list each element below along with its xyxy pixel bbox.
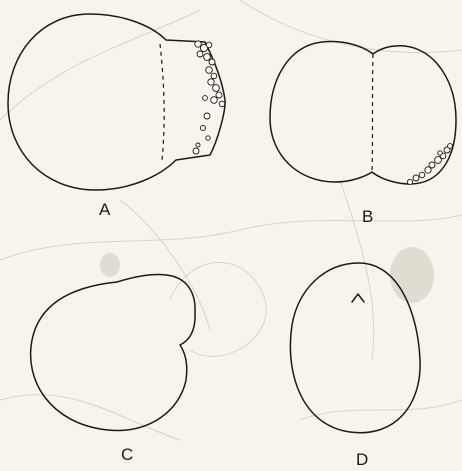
panel-b-furrow: [372, 54, 373, 172]
panel-a-outline: [8, 14, 225, 190]
panel-d-cell: [290, 263, 420, 433]
panel-a-label: A: [99, 201, 110, 218]
panel-d-caret-mark: [352, 294, 364, 302]
panel-b-label: B: [362, 208, 373, 225]
panel-a-furrow: [160, 44, 164, 160]
panel-d-label: D: [356, 451, 368, 468]
panel-a-granules: [193, 41, 225, 154]
panel-c-label: C: [121, 446, 133, 463]
panel-a-cell: [8, 14, 225, 190]
background-texture: [0, 0, 462, 440]
panel-b-cell: [270, 42, 456, 185]
panel-d-outline: [290, 263, 420, 433]
panel-b-outline: [270, 42, 456, 185]
